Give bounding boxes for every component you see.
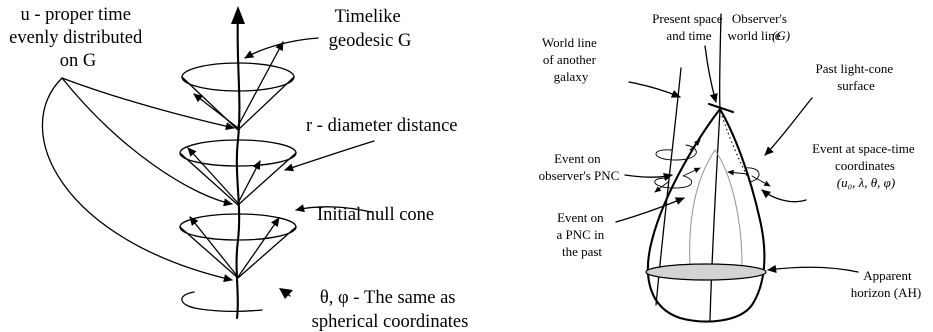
observer-world-line [718, 13, 722, 109]
event-dotted-line [721, 115, 749, 179]
event-past-label-arrow [615, 197, 685, 223]
spacetime-event-loops [727, 167, 771, 187]
pnc-event-loops [654, 139, 701, 193]
event-spacetime-label-arrow [761, 189, 807, 203]
galaxy-world-line-label: World line of another galaxy [542, 35, 600, 84]
present-space-time-label: Present space and time [652, 11, 726, 43]
apparent-horizon-disc [645, 263, 767, 281]
observer-G-label: (G) [772, 28, 790, 43]
world-line-label-arrow [628, 81, 681, 98]
event-coordinates-label: (u₀, λ, θ, φ) [837, 175, 895, 190]
past-cone-label-arrow [764, 97, 813, 156]
event-observer-pnc-label: Event on observer's PNC [539, 151, 620, 183]
r-label: r - diameter distance [306, 116, 458, 136]
event-spacetime-label: Event at space-time coordinates [812, 141, 918, 173]
apparent-horizon-label-arrow [767, 264, 859, 274]
initial-null-cone-label: Initial null cone [317, 205, 434, 225]
present-space-time-marker [707, 102, 735, 114]
null-cone-initial [179, 213, 297, 279]
u-label: u - proper time evenly distributed on G [9, 5, 147, 71]
u-label-arrows [41, 77, 235, 283]
initial-cone-label-arrow [295, 204, 372, 213]
geodesic-g-line [231, 6, 245, 320]
event-past-pnc-label: Event on a PNC in the past [557, 210, 608, 259]
geodesic-label: Timelike geodesic G [329, 7, 412, 51]
apparent-horizon-label: Apparent horizon (AH) [851, 268, 921, 300]
past-light-cone-label: Past light-cone surface [816, 61, 897, 93]
left-diagram: u - proper time evenly distributed on G … [9, 5, 468, 332]
geodesic-label-arrow [244, 37, 319, 59]
past-pnc-curve [689, 149, 743, 266]
observer-world-line-below [709, 109, 721, 321]
null-cone-middle [179, 139, 297, 206]
right-diagram: Present space and time Observer's world … [539, 11, 921, 323]
angles-rotation-icon [181, 288, 293, 313]
r-label-arrow [284, 140, 375, 172]
past-light-cone [646, 107, 766, 323]
present-label-arrow [704, 45, 718, 103]
event-pnc-label-arrow [624, 173, 673, 181]
observer-world-line-label: Observer's world line [727, 11, 790, 43]
angles-label: θ, φ - The same as spherical coordinates [312, 288, 469, 332]
